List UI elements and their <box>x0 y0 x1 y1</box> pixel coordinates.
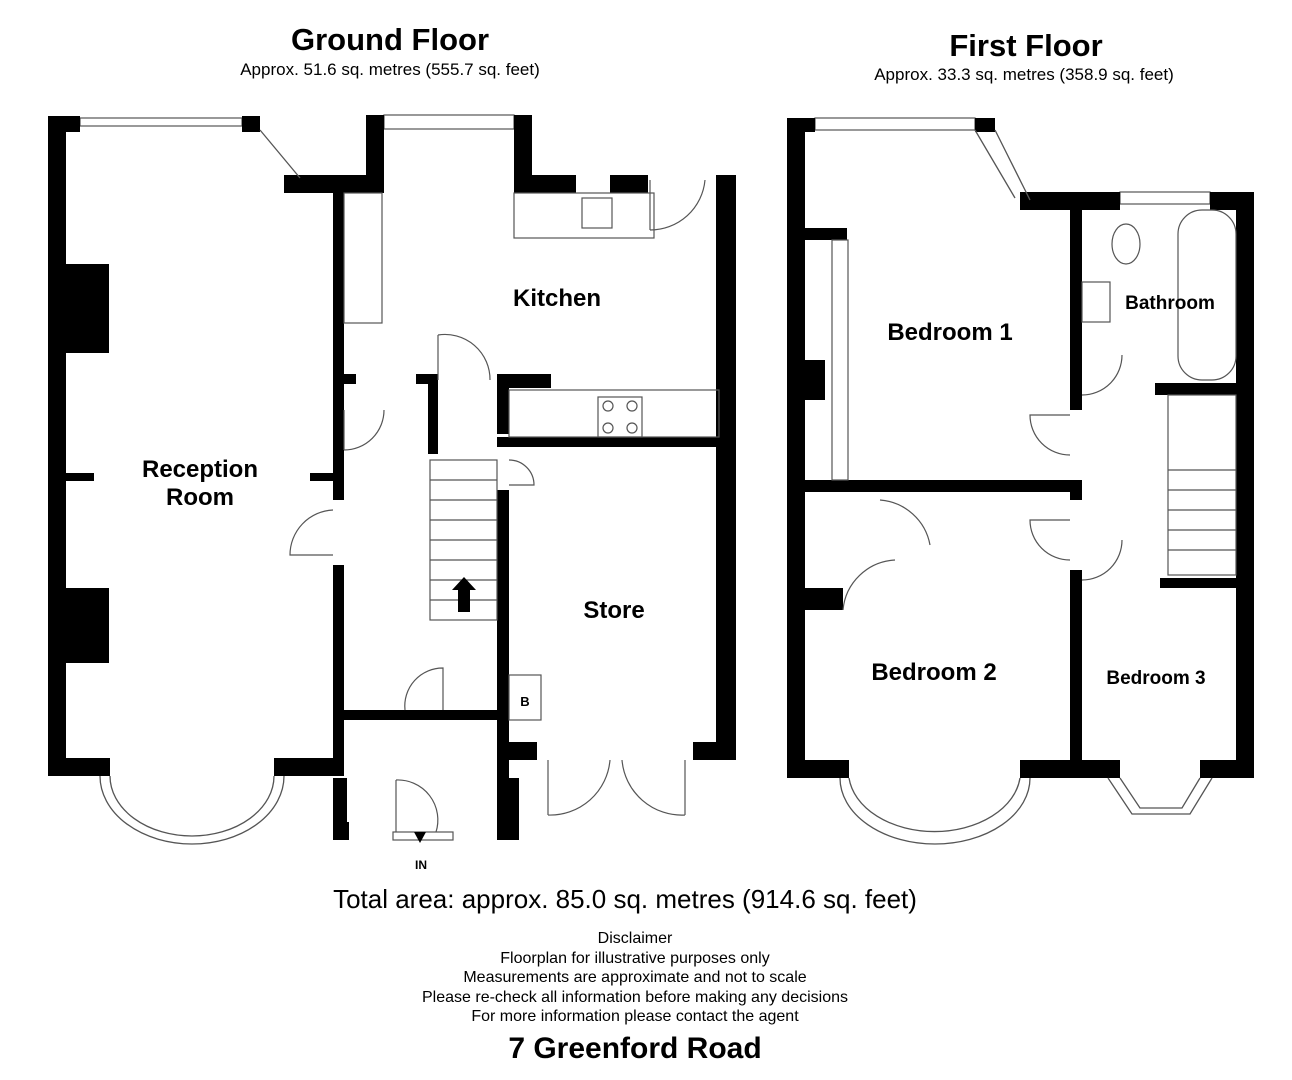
reception-rear-window <box>79 117 243 127</box>
bathroom-window <box>1119 191 1211 205</box>
disclaimer-heading: Disclaimer <box>597 930 673 947</box>
stairs-up-arrow <box>452 577 476 612</box>
kitchen-sink <box>581 197 613 229</box>
first-stairs <box>1167 394 1237 576</box>
bedroom2-bay-window <box>848 777 1021 833</box>
entrance-label: IN <box>415 858 427 872</box>
fixtures <box>343 192 1237 721</box>
boiler-label: B <box>520 694 529 709</box>
bedroom1-label: Bedroom 1 <box>887 319 1012 346</box>
hob <box>597 396 643 438</box>
disclaimer: Disclaimer Floorplan for illustrative pu… <box>0 929 1270 1027</box>
basin <box>1081 281 1111 323</box>
disclaimer-line: For more information please contact the … <box>471 1008 799 1025</box>
ground-floor-title: Ground Floor <box>290 22 490 57</box>
disclaimer-line: Floorplan for illustrative purposes only <box>500 949 770 967</box>
kitchen-label: Kitchen <box>513 285 601 312</box>
entrance-arrow <box>414 832 426 843</box>
floor-plan-drawing: Kitchen Reception Room Store B IN Bedroo… <box>48 114 1254 872</box>
first-floor-area: Approx. 33.3 sq. metres (358.9 sq. feet) <box>874 65 1174 84</box>
bath <box>1177 209 1237 381</box>
reception-label-line1: Reception <box>142 456 258 483</box>
store-label: Store <box>583 597 644 624</box>
first-floor-title: First Floor <box>949 28 1103 63</box>
bedroom3-bay-window <box>1119 777 1201 809</box>
reception-label-line2: Room <box>166 484 234 511</box>
kitchen-worktop <box>513 192 655 239</box>
walls-ground-floor <box>48 115 736 840</box>
disclaimer-line: Please re-check all information before m… <box>422 988 848 1006</box>
bedroom1-rear-window <box>814 117 976 131</box>
total-area: Total area: approx. 85.0 sq. metres (914… <box>333 884 917 914</box>
door-swings <box>289 179 1123 833</box>
ground-floor-area: Approx. 51.6 sq. metres (555.7 sq. feet) <box>240 60 540 79</box>
bathroom-label: Bathroom <box>1125 293 1215 314</box>
bedroom2-label: Bedroom 2 <box>871 659 996 686</box>
boiler-box <box>508 674 542 721</box>
property-address: 7 Greenford Road <box>508 1032 762 1065</box>
kitchen-unit <box>343 192 383 324</box>
reception-bay-window <box>109 775 275 837</box>
wardrobe <box>831 239 849 481</box>
toilet <box>1111 223 1141 265</box>
kitchen-rear-window <box>383 114 515 130</box>
walls-first-floor <box>787 118 1254 778</box>
disclaimer-line: Measurements are approximate and not to … <box>463 969 807 986</box>
bedroom3-label: Bedroom 3 <box>1106 668 1205 689</box>
